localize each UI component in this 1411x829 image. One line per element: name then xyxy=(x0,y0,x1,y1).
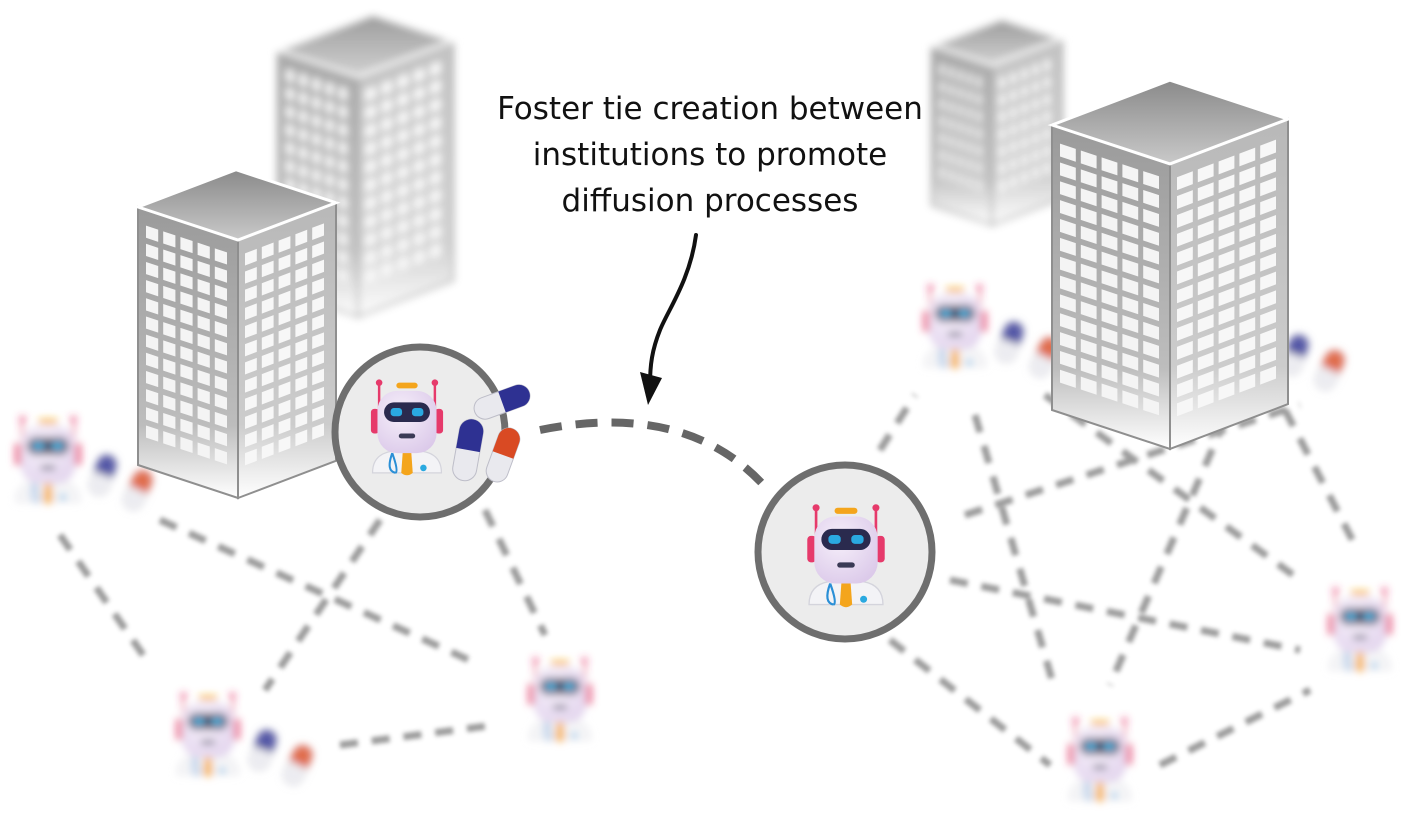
agent-node xyxy=(176,692,314,786)
network-edge xyxy=(262,518,383,692)
foreground-buildings xyxy=(133,168,341,500)
network-edge xyxy=(1281,408,1359,547)
annotation-line-3: diffusion processes xyxy=(561,183,859,219)
network-edge xyxy=(949,576,1301,654)
agent-node xyxy=(528,657,592,742)
new-tie-dashed-edge xyxy=(539,418,772,493)
network-edge xyxy=(158,516,482,669)
agent-node xyxy=(923,284,1061,378)
arrow-head xyxy=(640,372,662,405)
curved-arrow-icon xyxy=(648,233,698,387)
network-edge xyxy=(481,508,549,637)
annotation-line-2: institutions to promote xyxy=(532,137,888,173)
network-edge xyxy=(339,721,496,749)
doctor-robot-icon xyxy=(1328,587,1392,672)
doctor-robot-icon xyxy=(176,692,240,777)
doctor-robot-icon xyxy=(1068,717,1132,802)
agent-node xyxy=(1328,587,1392,672)
network-edges-background xyxy=(57,392,1359,769)
background-agents xyxy=(15,284,1392,802)
pill-capsule-icon xyxy=(88,454,118,496)
pill-capsule-icon xyxy=(485,427,521,483)
doctor-robot-icon xyxy=(807,504,885,608)
network-edge xyxy=(887,637,1053,768)
highlighted-agent-left xyxy=(331,343,531,521)
building-background-right xyxy=(927,16,1067,227)
pill-capsule-icon xyxy=(452,418,484,482)
foreground-building-right xyxy=(1047,78,1293,451)
building-foreground-left xyxy=(133,168,341,500)
network-edge xyxy=(971,414,1059,691)
pill-capsule-icon xyxy=(473,384,531,420)
doctor-robot-icon xyxy=(15,416,81,504)
pill-capsule-icon xyxy=(248,729,278,771)
network-edge xyxy=(1106,418,1229,687)
agent-node xyxy=(15,416,154,511)
pill-capsule-icon xyxy=(1314,349,1346,391)
pill-capsule-icon xyxy=(122,469,154,511)
network-edge xyxy=(1158,686,1312,769)
network-edge xyxy=(57,533,153,667)
highlighted-agent-right xyxy=(754,461,936,643)
building-foreground-right xyxy=(1047,78,1293,451)
pill-capsule-icon xyxy=(995,321,1025,363)
network-edge xyxy=(877,393,918,452)
doctor-robot-icon xyxy=(370,379,444,476)
doctor-robot-icon xyxy=(923,284,987,369)
network-edge xyxy=(1042,392,1303,583)
annotation-line-1: Foster tie creation between xyxy=(497,91,923,127)
agent-node xyxy=(1068,717,1132,802)
highlighted-agents xyxy=(331,343,936,643)
doctor-robot-icon xyxy=(528,657,592,742)
pill-capsule-icon xyxy=(282,744,314,786)
annotation-text: Foster tie creation between institutions… xyxy=(440,86,980,224)
